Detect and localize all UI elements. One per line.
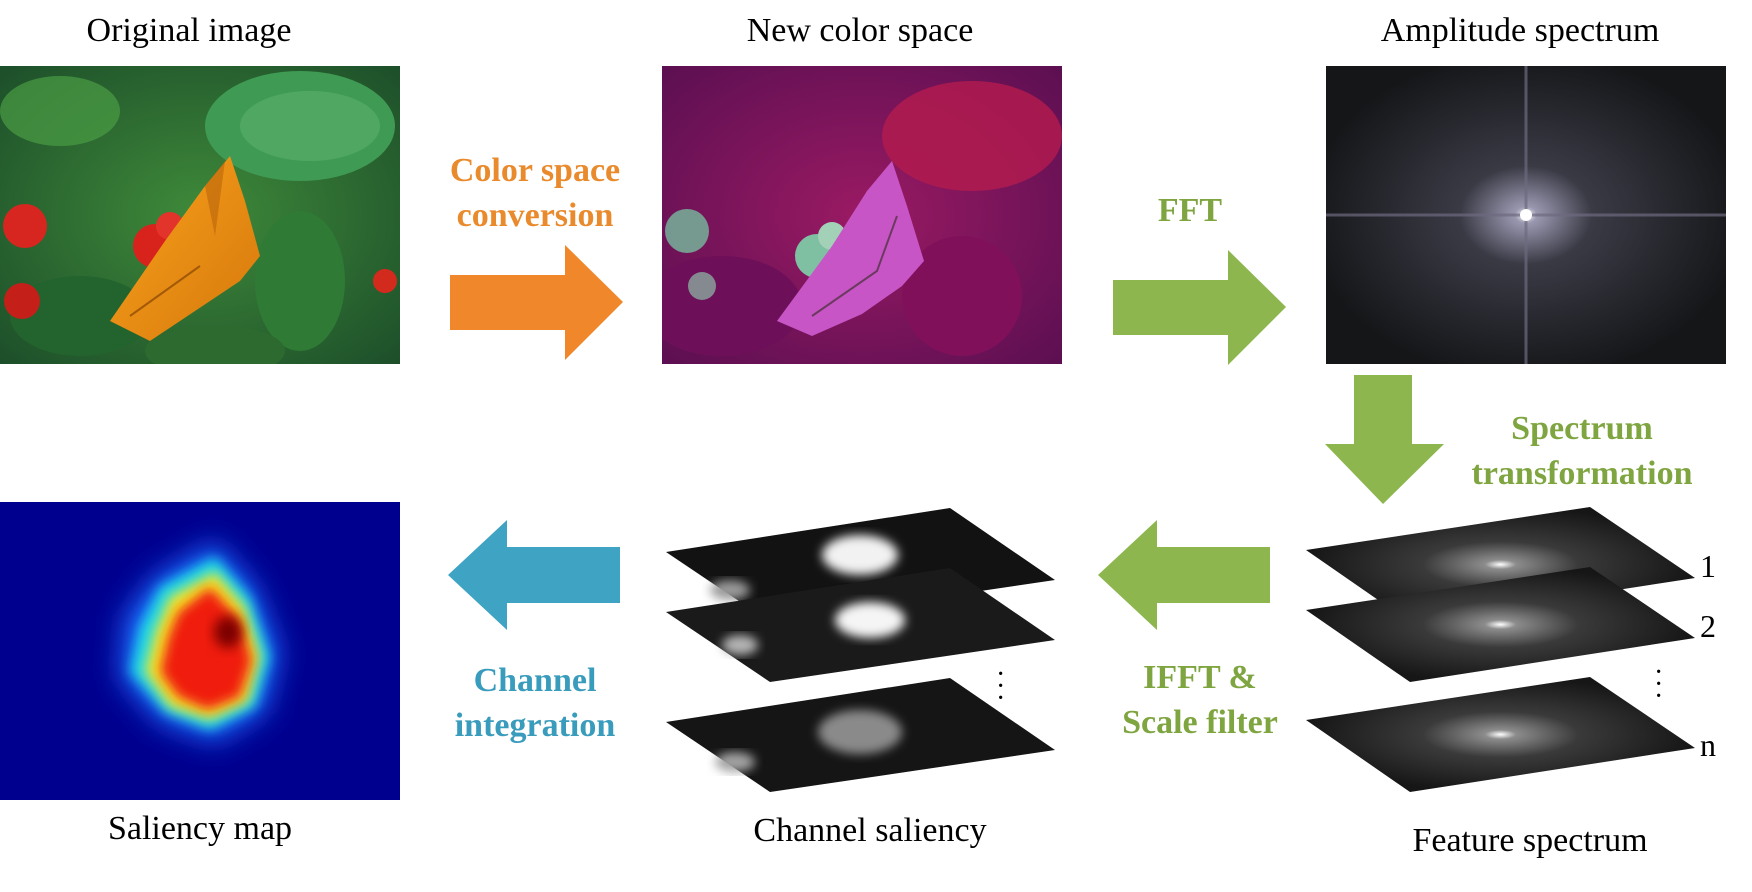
caption-feature-spectrum: Feature spectrum (1412, 822, 1648, 859)
new-color-space-image (662, 66, 1062, 364)
caption-channel-saliency: Channel saliency (753, 812, 987, 849)
feature-spectrum-layer-2 (1306, 567, 1695, 682)
channel-saliency-ellipsis: ··· (996, 659, 1006, 714)
step-fft: FFT (1157, 192, 1223, 229)
channel-saliency-layer-n (666, 678, 1055, 792)
caption-amplitude-spectrum: Amplitude spectrum (1380, 12, 1660, 49)
step-channel-integration: Channel integration (454, 662, 616, 744)
feature-spectrum-layers (1306, 507, 1695, 792)
feature-spectrum-layer-1 (1306, 507, 1695, 622)
ifft-scale-filter-arrow (1098, 520, 1270, 630)
feature-spectrum-layer-n (1306, 677, 1695, 792)
step-color-space-conversion: Color space conversion (449, 152, 621, 234)
spectrum-transformation-arrow (1325, 375, 1444, 504)
step-ifft-scale-filter: IFFT & Scale filter (1122, 659, 1278, 741)
saliency-map-image (0, 502, 400, 800)
channel-integration-arrow (448, 520, 620, 630)
step-spectrum-transformation: Spectrum transformation (1471, 410, 1693, 492)
amplitude-spectrum-image (1326, 66, 1726, 364)
feature-spectrum-label-2: 2 (1700, 608, 1716, 644)
feature-spectrum-label-n: n (1700, 727, 1716, 763)
channel-saliency-layer-2 (666, 568, 1055, 682)
original-image (0, 66, 400, 364)
fft-arrow (1113, 250, 1286, 365)
color-space-conversion-arrow (450, 245, 623, 360)
channel-saliency-layers (666, 508, 1055, 792)
feature-spectrum-label-1: 1 (1700, 548, 1716, 584)
feature-spectrum-ellipsis: ··· (1654, 657, 1664, 712)
caption-saliency-map: Saliency map (107, 810, 293, 847)
caption-original-image: Original image (86, 12, 292, 49)
caption-new-color-space: New color space (746, 12, 974, 49)
